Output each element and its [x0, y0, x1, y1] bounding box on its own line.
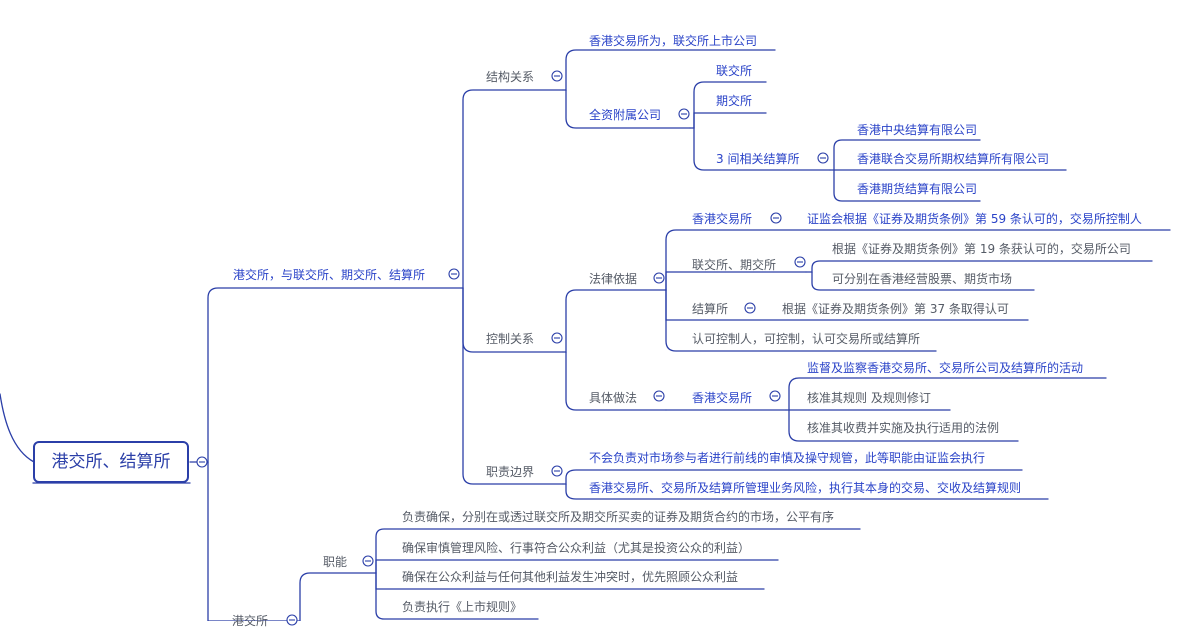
node-control[interactable]: 控制关系: [486, 332, 535, 346]
node-subsidiaries[interactable]: 全资附属公司: [589, 108, 662, 122]
collapse-icon[interactable]: [653, 390, 665, 402]
node-hkex-relations[interactable]: 港交所，与联交所、期交所、结算所: [233, 268, 426, 282]
node-duty-t2[interactable]: 香港交易所、交易所及结算所管理业务风险，执行其本身的交易、交收及结算规则: [589, 481, 1022, 495]
node-legal-sehk-t2[interactable]: 可分别在香港经营股票、期货市场: [832, 272, 1013, 286]
node-legal-sehk-t1[interactable]: 根据《证券及期货条例》第 19 条获认可的，交易所公司: [832, 242, 1131, 256]
node-seoch[interactable]: 香港联合交易所期权结算所有限公司: [857, 152, 1050, 166]
root-label: 港交所、结算所: [51, 452, 171, 471]
node-legal-hkex[interactable]: 香港交易所: [692, 212, 753, 226]
collapse-icon[interactable]: [362, 555, 374, 567]
node-legal-hkex-text[interactable]: 证监会根据《证券及期货条例》第 59 条认可的，交易所控制人: [807, 212, 1142, 226]
node-legal-clearing[interactable]: 结算所: [692, 302, 729, 316]
node-practice-t1[interactable]: 监督及监察香港交易所、交易所公司及结算所的活动: [807, 361, 1084, 375]
node-hkscc[interactable]: 香港中央结算有限公司: [857, 123, 978, 137]
node-function-2[interactable]: 确保审慎管理风险、行事符合公众利益（尤其是投资公众的利益）: [402, 541, 751, 555]
node-legal-basis[interactable]: 法律依据: [589, 272, 638, 286]
node-hkex-listed[interactable]: 香港交易所为，联交所上市公司: [589, 34, 758, 48]
node-duty-t1[interactable]: 不会负责对市场参与者进行前线的审慎及操守规管，此等职能由证监会执行: [589, 451, 986, 465]
node-practice-t3[interactable]: 核准其收费并实施及执行适用的法例: [807, 421, 1000, 435]
node-function-4[interactable]: 负责执行《上市规则》: [402, 600, 523, 614]
node-practice[interactable]: 具体做法: [589, 391, 638, 405]
collapse-icon[interactable]: [794, 256, 806, 268]
collapse-icon[interactable]: [551, 70, 563, 82]
collapse-icon[interactable]: [653, 272, 665, 284]
node-legal-sehk[interactable]: 联交所、期交所: [692, 258, 777, 272]
node-legal-extra[interactable]: 认可控制人，可控制，认可交易所或结算所: [692, 332, 921, 346]
node-hkcc[interactable]: 香港期货结算有限公司: [857, 182, 978, 196]
collapse-icon[interactable]: [744, 302, 756, 314]
collapse-icon[interactable]: [551, 465, 563, 477]
node-structure[interactable]: 结构关系: [486, 70, 535, 84]
collapse-icon[interactable]: [817, 152, 829, 164]
node-functions[interactable]: 职能: [323, 555, 348, 569]
node-hkex-2[interactable]: 港交所: [232, 614, 269, 628]
node-function-3[interactable]: 确保在公众利益与任何其他利益发生冲突时，优先照顾公众利益: [402, 570, 739, 584]
collapse-icon[interactable]: [678, 108, 690, 120]
node-duty[interactable]: 职责边界: [486, 465, 535, 479]
node-function-1[interactable]: 负责确保，分别在或透过联交所及期交所买卖的证券及期货合约的市场，公平有序: [402, 510, 835, 524]
node-practice-hkex[interactable]: 香港交易所: [692, 391, 753, 405]
collapse-icon[interactable]: [286, 614, 298, 626]
root-node[interactable]: 港交所、结算所: [33, 441, 189, 483]
collapse-icon[interactable]: [769, 390, 781, 402]
collapse-icon[interactable]: [448, 268, 460, 280]
node-sehk[interactable]: 联交所: [716, 64, 753, 78]
collapse-icon[interactable]: [196, 456, 208, 468]
node-practice-t2[interactable]: 核准其规则 及规则修订: [807, 391, 931, 405]
collapse-icon[interactable]: [770, 212, 782, 224]
node-legal-clearing-text[interactable]: 根据《证券及期货条例》第 37 条取得认可: [782, 302, 1009, 316]
collapse-icon[interactable]: [551, 332, 563, 344]
node-three-clearing[interactable]: 3 间相关结算所: [716, 152, 800, 166]
node-hkfe[interactable]: 期交所: [716, 94, 753, 108]
